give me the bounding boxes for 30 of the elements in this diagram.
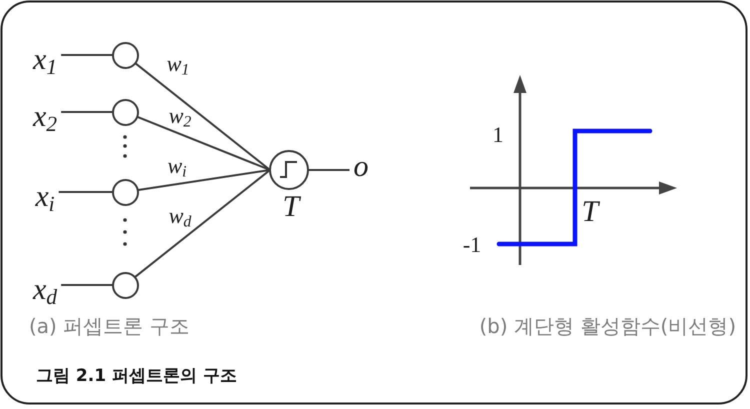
connection-line: [137, 169, 270, 192]
figure-caption: 그림 2.1 퍼셉트론의 구조: [36, 366, 237, 386]
connection-line: [61, 54, 112, 56]
connection-line: [61, 284, 112, 286]
connection-line: [136, 116, 270, 171]
input-node-circle: [112, 178, 138, 206]
input-variable-label: x$_{i}$: [35, 182, 55, 212]
connection-line: [61, 111, 112, 113]
input-node-circle: [112, 98, 138, 126]
threshold-label: T: [282, 192, 300, 222]
weight-label: w$_{1}$: [166, 53, 190, 75]
weight-label: w$_{i}$: [167, 155, 187, 177]
input-variable-label: x$_{d}$: [32, 275, 58, 305]
threshold-label: T: [582, 197, 598, 227]
input-variable-label: x$_{1}$: [32, 45, 58, 75]
activation-node-circle: [269, 150, 309, 190]
input-node-circle: [112, 42, 138, 68]
connection-line: [58, 191, 112, 193]
connection-line: [134, 169, 271, 278]
connection-line: [134, 62, 271, 171]
subfigure-caption: (b) 계단형 활성함수(비선형): [479, 314, 736, 338]
y-tick-label: -1: [462, 234, 482, 256]
y-tick-label: 1: [492, 124, 504, 146]
input-variable-label: x$_{2}$: [32, 102, 58, 132]
weight-label: w$_{2}$: [168, 105, 192, 127]
input-node-circle: [112, 272, 138, 298]
weight-label: w$_{d}$: [168, 205, 192, 227]
subfigure-caption: (a) 퍼셉트론 구조: [29, 314, 190, 338]
connection-line: [308, 169, 350, 171]
output-variable-label: o: [354, 152, 368, 182]
